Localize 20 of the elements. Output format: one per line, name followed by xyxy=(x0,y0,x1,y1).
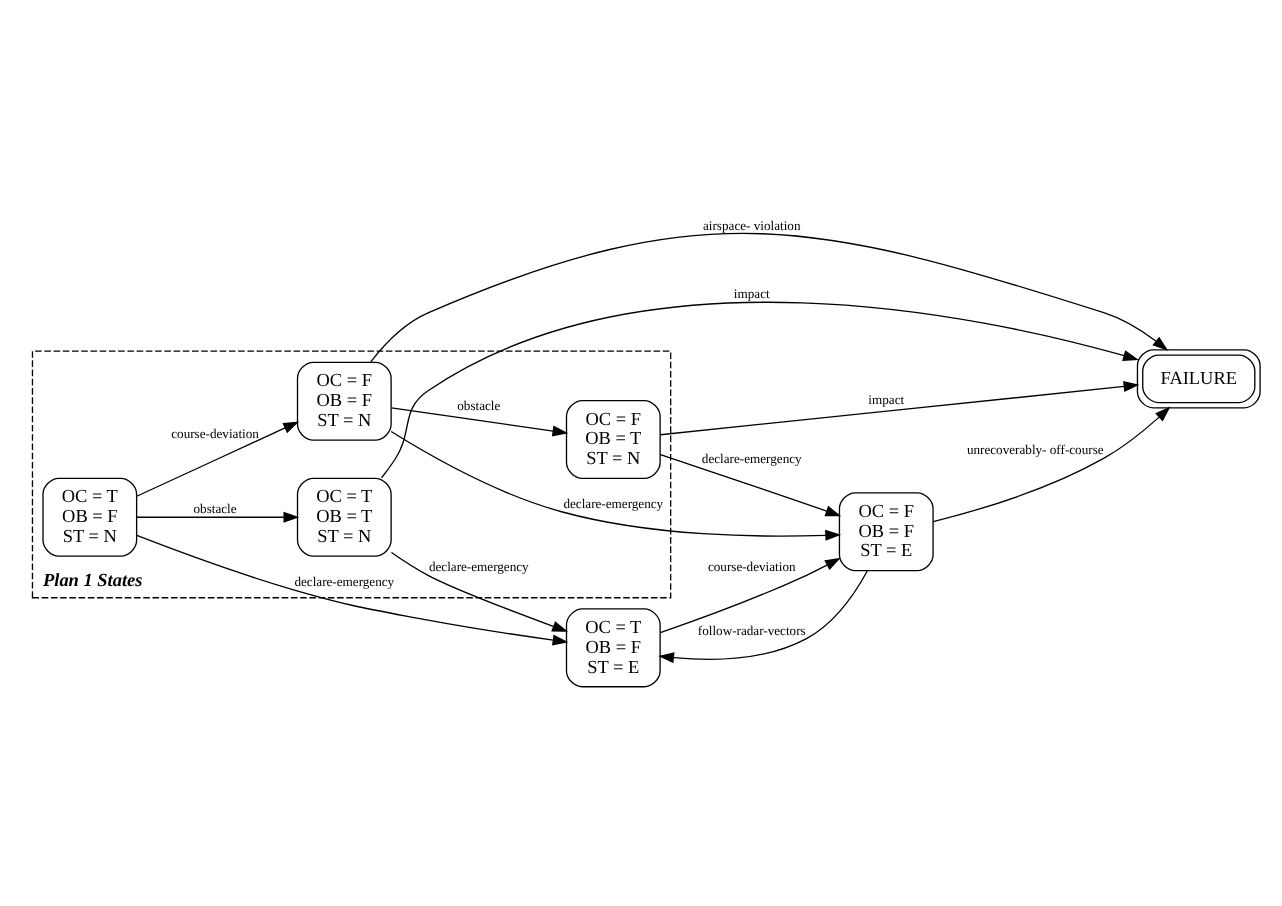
node-box: OC = F OB = F ST = N xyxy=(296,361,392,441)
arrow xyxy=(136,421,300,497)
node-box: OC = F OB = T ST = N xyxy=(565,399,661,480)
node-box: OC = F OB = F ST = E xyxy=(838,492,934,572)
arrow xyxy=(390,551,568,632)
node-box: OC = T OB = F ST = N xyxy=(42,477,138,557)
node-box: OC = T OB = F ST = E xyxy=(565,608,661,688)
arrow xyxy=(370,233,1169,363)
arrow xyxy=(390,407,569,437)
arrow xyxy=(136,534,569,646)
node-box: FAILURE xyxy=(1136,349,1261,409)
arrow xyxy=(380,302,1139,479)
arrow xyxy=(658,570,868,664)
arrow xyxy=(390,430,842,541)
arrow xyxy=(932,406,1171,523)
arrow xyxy=(659,381,1140,436)
node-box: OC = T OB = T ST = N xyxy=(296,477,392,557)
arrow xyxy=(136,511,300,523)
arrow xyxy=(659,454,842,517)
arrow xyxy=(659,557,841,634)
